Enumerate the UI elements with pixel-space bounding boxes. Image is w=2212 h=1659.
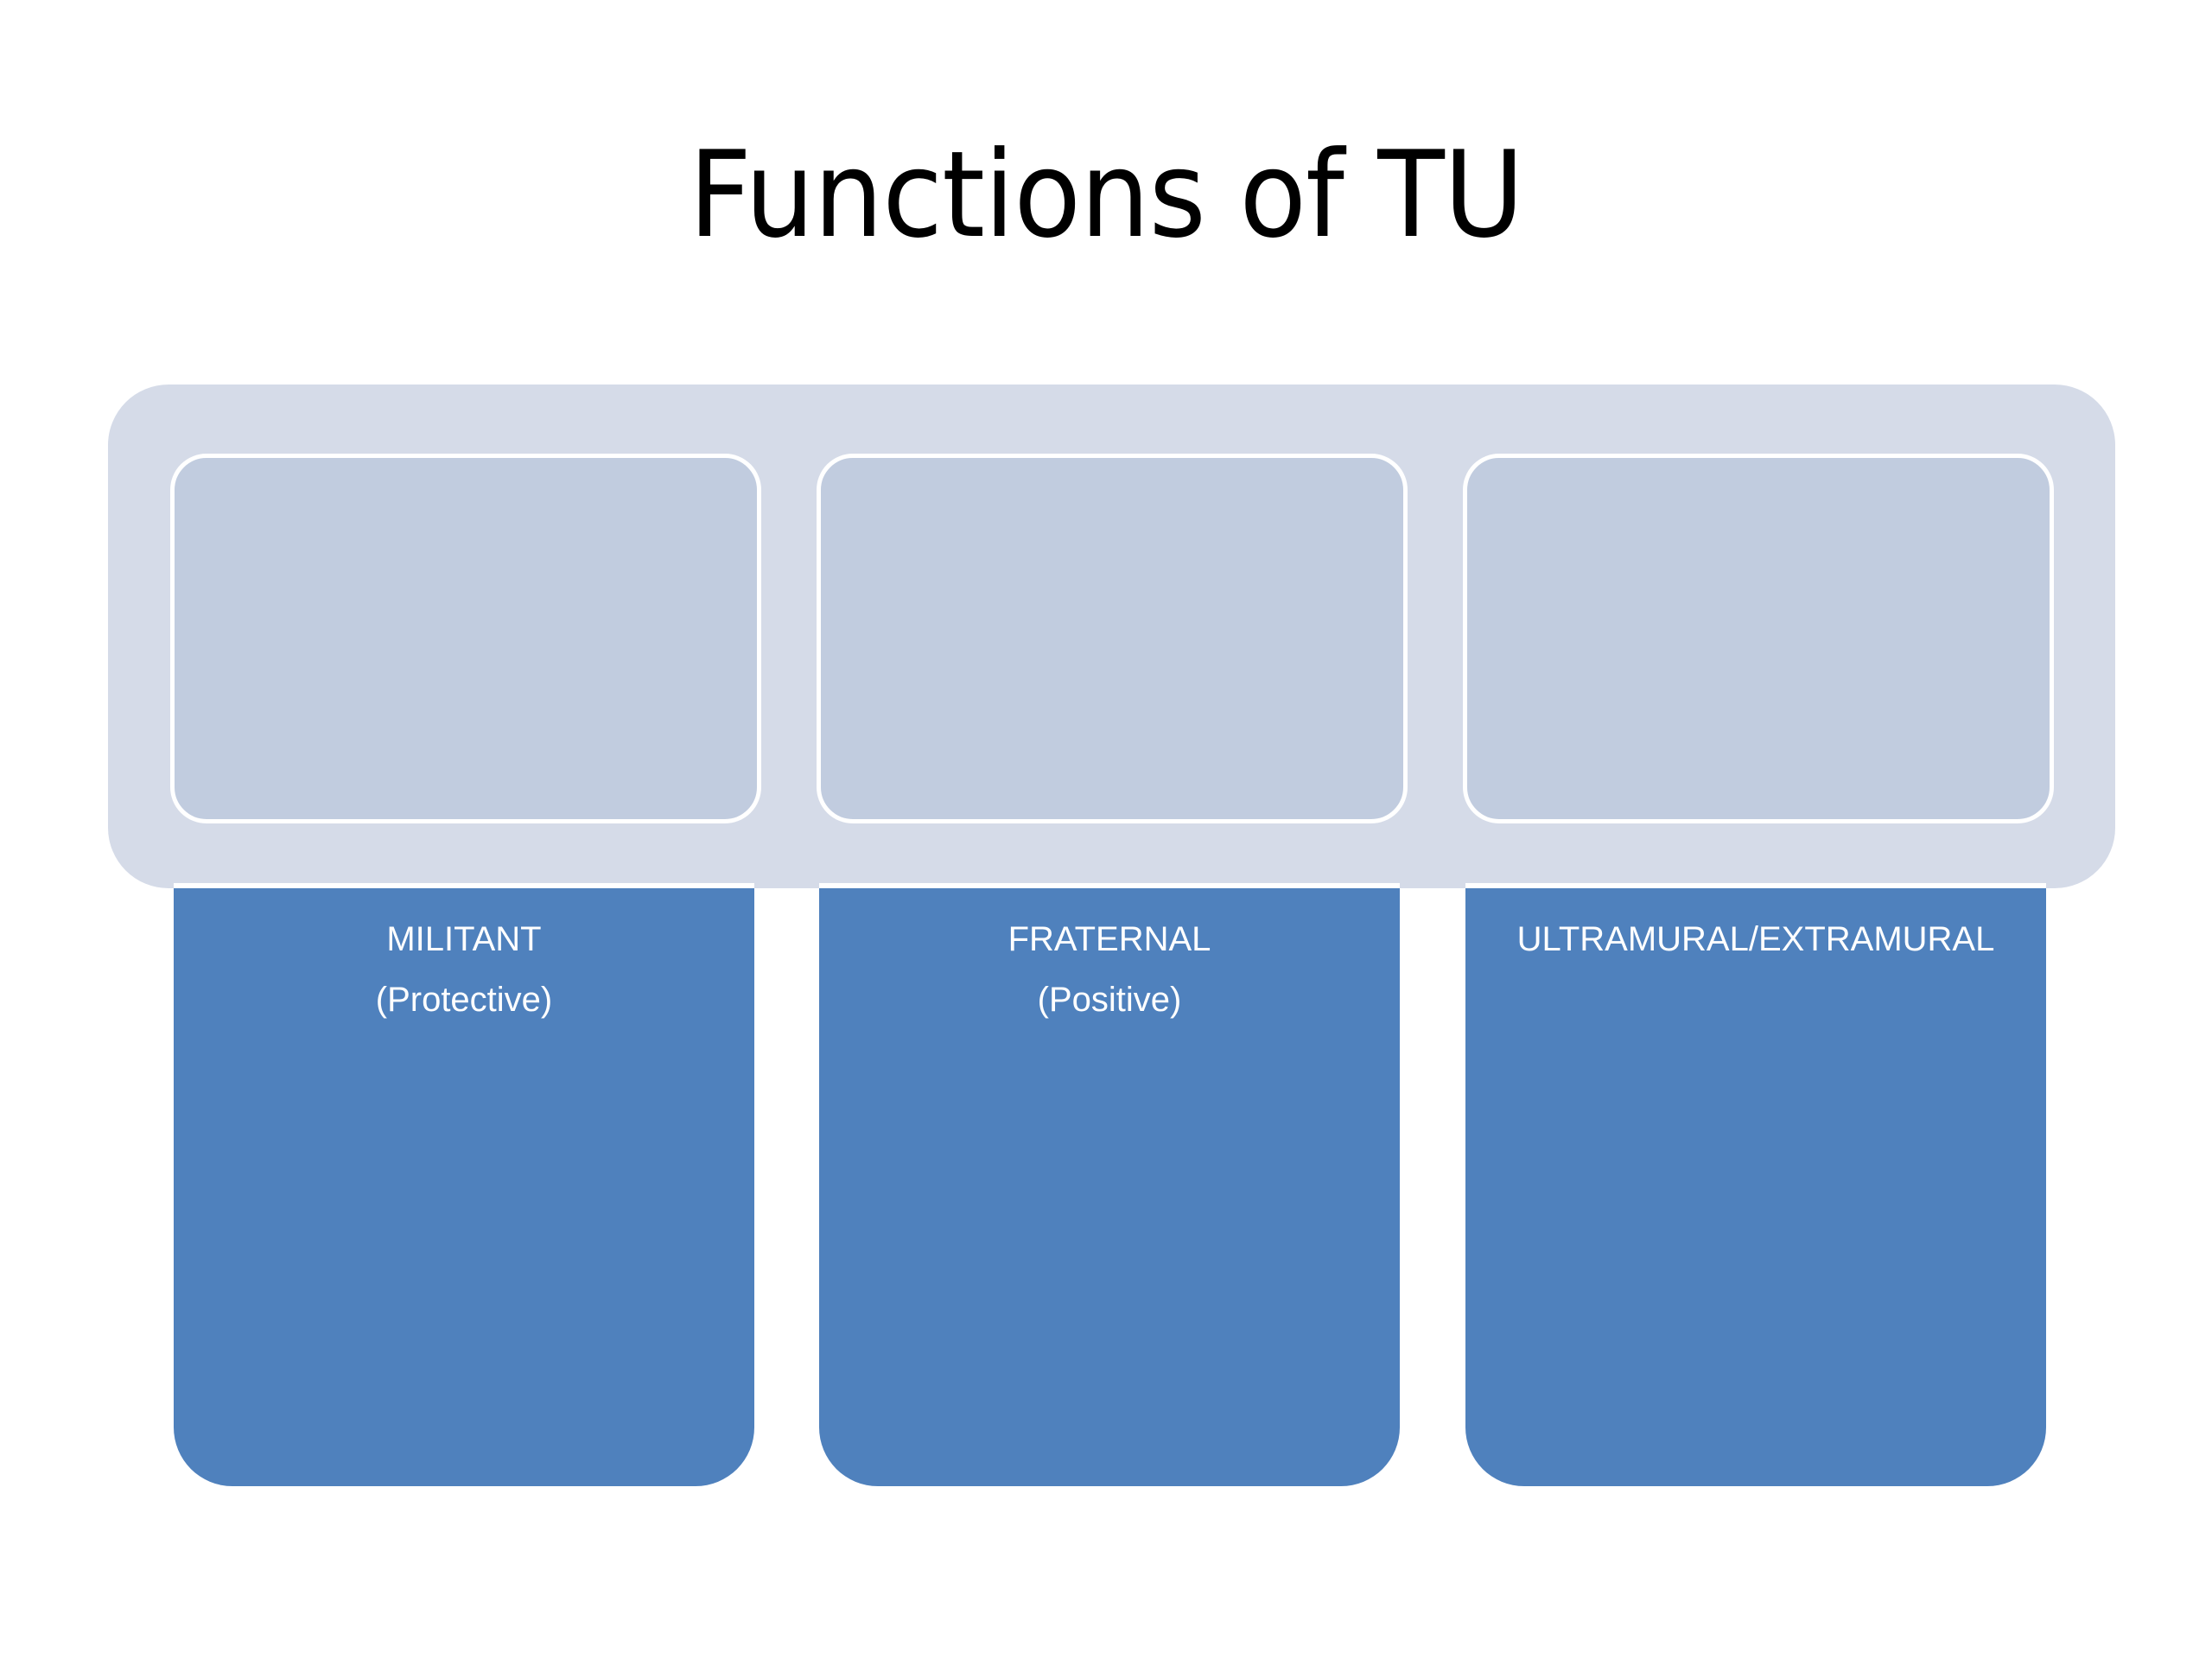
column-militant: MILITANT (Protective): [174, 883, 754, 1486]
column-heading: FRATERNAL: [1007, 920, 1211, 958]
column-heading: ULTRAMURAL/EXTRAMURAL: [1516, 920, 1995, 958]
top-box-3: [1463, 454, 2054, 823]
column-subheading: (Positive): [1037, 981, 1182, 1019]
column-heading: MILITANT: [386, 920, 542, 958]
column-subheading: (Protective): [375, 981, 553, 1019]
column-ultramural: ULTRAMURAL/EXTRAMURAL: [1465, 883, 2046, 1486]
top-box-2: [817, 454, 1408, 823]
top-box-1: [170, 454, 761, 823]
column-fraternal: FRATERNAL (Positive): [819, 883, 1400, 1486]
slide-title: Functions of TU: [689, 125, 1524, 264]
